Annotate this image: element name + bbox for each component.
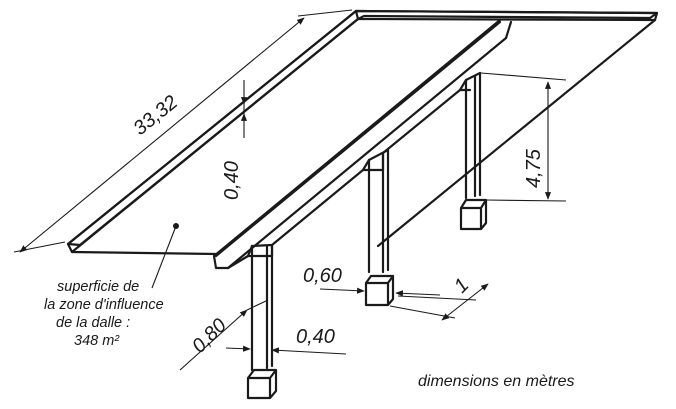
footing-back: [459, 198, 488, 231]
annotation-line-3: de la dalle :: [56, 315, 130, 331]
dim-column-width-label: 0,60: [303, 265, 342, 287]
dim-column-spacing: 1: [389, 274, 489, 321]
dim-beam-depth: 0,80: [179, 299, 269, 371]
dim-column-width: 0,60: [303, 265, 441, 297]
units-legend: dimensions en mètres: [418, 373, 575, 390]
beam-inner-edge: [214, 20, 502, 258]
dim-column-spacing-label: 1: [450, 274, 473, 297]
dim-slab-length-label: 33,32: [129, 91, 182, 140]
dim-column-height-label: 4,75: [523, 148, 545, 188]
influence-annotation: superficie de la zone d'influence de la …: [44, 223, 179, 349]
column-back: [458, 71, 488, 231]
dim-beam-depth-label: 0,80: [188, 314, 231, 357]
annotation-line-4: 348 m²: [74, 333, 120, 349]
beam-top-edge: [212, 18, 508, 270]
annotation-line-1: superficie de: [57, 279, 139, 295]
slab-front-bottom: [70, 250, 218, 256]
dim-column-height: 4,75: [480, 72, 567, 202]
slab-right-face: [376, 18, 657, 248]
beam-side-edge: [504, 20, 513, 40]
dim-slab-thickness-label: 0,40: [221, 161, 243, 200]
footing-front: [246, 368, 278, 400]
dim-slab-length: 33,32: [13, 9, 353, 253]
column-front: [246, 243, 278, 400]
dim-beam-width-label: 0,40: [296, 326, 335, 348]
beam-bottom-edge: [226, 88, 472, 270]
dim-slab-thickness: 0,40: [221, 80, 248, 200]
annotation-line-2: la zone d'influence: [44, 297, 164, 313]
footing-middle: [364, 274, 395, 307]
column-middle: [361, 148, 395, 307]
dim-beam-width: 0,40: [225, 326, 347, 355]
